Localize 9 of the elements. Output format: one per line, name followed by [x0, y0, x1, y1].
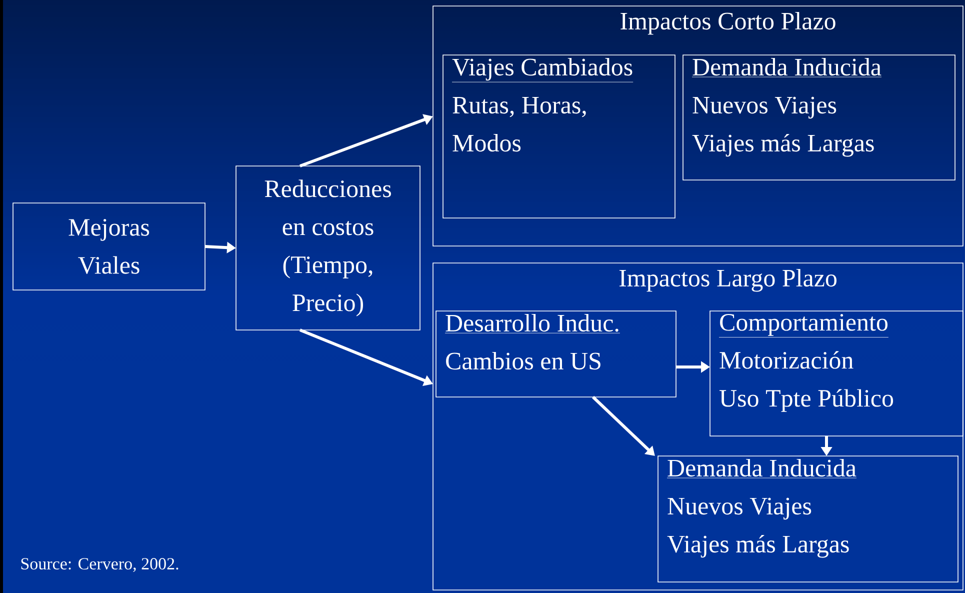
text-box: Comportamiento Motorización Uso Tpte Público: [710, 310, 964, 436]
text-box: Demanda Inducida Nuevos Viajes Viajes más Largas: [682, 54, 956, 180]
process-box: Reducciones en costos (Tiempo, Precio): [236, 166, 420, 330]
process-box: Mejoras Viales: [12, 202, 206, 290]
text-box: Viajes Cambiados Rutas, Horas, Modos: [442, 54, 676, 218]
arrow: [592, 396, 655, 456]
text-box: Desarrollo Induc. Cambios en US: [436, 310, 676, 398]
source-note: Source: Cervero, 2002.: [21, 558, 178, 572]
text-box: Demanda Inducida Nuevos Viajes Viajes más Largas: [658, 456, 958, 582]
